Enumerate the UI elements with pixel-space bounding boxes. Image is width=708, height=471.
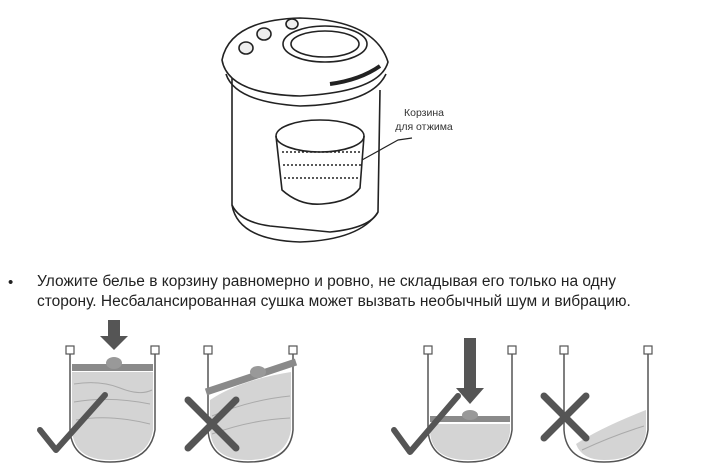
basket-callout-label: Корзина для отжима <box>384 106 464 134</box>
callout-line-1: Корзина <box>404 107 444 119</box>
callout-line-2: для отжима <box>395 121 453 133</box>
panel-wrong-1 <box>184 345 298 463</box>
instruction-text: Уложите белье в корзину равномерно и ров… <box>37 272 697 312</box>
down-arrow-icon <box>456 338 484 404</box>
bullet-dot: • <box>8 274 14 291</box>
instruction-line-1: Уложите белье в корзину равномерно и ров… <box>37 273 617 290</box>
cross-icon <box>184 396 240 452</box>
check-icon <box>391 393 461 455</box>
cross-icon <box>540 392 590 442</box>
panel-correct-1 <box>37 320 160 463</box>
check-icon <box>37 392 108 453</box>
instruction-line-2: сторону. Несбалансированная сушка может … <box>37 293 631 310</box>
panel-correct-2 <box>391 338 517 463</box>
panel-wrong-2 <box>540 345 653 463</box>
down-arrow-icon <box>100 320 128 350</box>
